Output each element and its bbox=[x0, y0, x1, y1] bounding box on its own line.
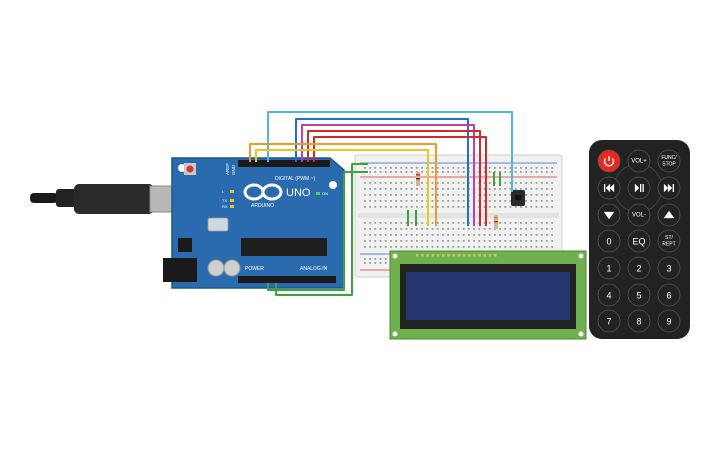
remote-button-label: VOL+ bbox=[631, 159, 647, 165]
svg-text:FUNC/: FUNC/ bbox=[661, 155, 677, 161]
remote-button-b8[interactable]: 8 bbox=[627, 309, 651, 333]
wire-yellow bbox=[255, 149, 429, 226]
wires bbox=[249, 111, 513, 296]
digital-label: DIGITAL (PWM ~) bbox=[275, 176, 315, 182]
remote-button-up[interactable] bbox=[657, 203, 681, 227]
remote-button-eq[interactable]: EQ bbox=[627, 229, 651, 253]
remote-button-st-rept[interactable]: ST/REPT bbox=[657, 229, 681, 253]
skip-forward-icon bbox=[663, 183, 674, 193]
usb-cable bbox=[30, 184, 177, 214]
resistor bbox=[416, 172, 420, 186]
resistor bbox=[494, 215, 498, 229]
power-icon bbox=[603, 156, 615, 167]
atmega-microcontroller bbox=[241, 238, 327, 256]
dc-power-jack bbox=[163, 258, 197, 282]
remote-button-down[interactable] bbox=[597, 203, 621, 227]
arrow-up-icon bbox=[663, 210, 675, 219]
remote-button-prev[interactable] bbox=[597, 176, 621, 200]
remote-button-label: 4 bbox=[606, 291, 611, 301]
wire-red bbox=[307, 130, 481, 226]
arduino-uno-board: DIGITAL (PWM ~) AREF GND POWER ANALOG IN… bbox=[163, 157, 345, 289]
rx-led-label: RX bbox=[222, 204, 228, 209]
gnd-label: GND bbox=[231, 164, 236, 175]
remote-button-b6[interactable]: 6 bbox=[657, 283, 681, 307]
analog-label: ANALOG IN bbox=[300, 266, 328, 272]
small-ic-chip bbox=[178, 238, 192, 252]
on-led-label: ON bbox=[322, 191, 328, 196]
remote-button-label: 0 bbox=[606, 237, 611, 247]
remote-button-b7[interactable]: 7 bbox=[597, 309, 621, 333]
arduino-brand-label: ARDUINO bbox=[251, 203, 274, 209]
remote-button-b1[interactable]: 1 bbox=[597, 256, 621, 280]
lcd-16x2-module bbox=[389, 250, 587, 340]
capacitor bbox=[207, 259, 225, 277]
remote-button-b5[interactable]: 5 bbox=[627, 283, 651, 307]
crystal-oscillator bbox=[207, 217, 229, 232]
tx-led-label: TX bbox=[222, 198, 227, 203]
arrow-down-icon bbox=[603, 211, 615, 220]
wire-orange bbox=[249, 143, 437, 226]
power-label: POWER bbox=[245, 266, 264, 272]
remote-button-func-stop[interactable]: FUNC/STOP bbox=[657, 149, 681, 173]
aref-label: AREF bbox=[225, 163, 230, 175]
remote-button-next[interactable] bbox=[657, 176, 681, 200]
l-led-label: L bbox=[222, 189, 225, 194]
wire-cyan bbox=[267, 111, 513, 192]
remote-button-label: 7 bbox=[606, 317, 611, 327]
power-analog-header bbox=[238, 276, 336, 283]
remote-button-b2[interactable]: 2 bbox=[627, 256, 651, 280]
svg-text:REPT: REPT bbox=[662, 242, 675, 248]
ir-remote: VOL+ FUNC/STOP VOL- 0 EQ ST/REPT 1 2 3 4 5 6 7 8 9 bbox=[589, 140, 690, 339]
mounting-hole bbox=[329, 181, 337, 189]
svg-text:ST/: ST/ bbox=[665, 235, 673, 241]
digital-header bbox=[238, 160, 330, 167]
ir-receiver bbox=[511, 190, 525, 206]
capacitor bbox=[223, 259, 241, 277]
remote-button-b9[interactable]: 9 bbox=[657, 309, 681, 333]
skip-back-icon bbox=[604, 183, 615, 193]
wire-green bbox=[275, 163, 368, 296]
uno-model-label: UNO bbox=[286, 187, 311, 199]
remote-button-vol-down[interactable]: VOL- bbox=[627, 203, 651, 227]
remote-button-b4[interactable]: 4 bbox=[597, 283, 621, 307]
remote-button-b0[interactable]: 0 bbox=[597, 229, 621, 253]
arduino-infinity-logo bbox=[243, 183, 283, 201]
svg-text:STOP: STOP bbox=[662, 162, 676, 168]
remote-button-label: 9 bbox=[666, 317, 671, 327]
lcd-pin-header bbox=[416, 254, 497, 257]
remote-button-power[interactable] bbox=[597, 149, 621, 173]
remote-button-label: 6 bbox=[666, 291, 671, 301]
remote-button-label: 3 bbox=[666, 264, 671, 274]
remote-button-label: 2 bbox=[636, 264, 641, 274]
remote-button-label: 5 bbox=[636, 291, 641, 301]
remote-button-label: VOL- bbox=[632, 213, 646, 219]
play-pause-icon bbox=[634, 183, 644, 193]
wire-blue bbox=[295, 118, 469, 226]
remote-button-label: 8 bbox=[636, 317, 641, 327]
remote-button-vol-up[interactable]: VOL+ bbox=[627, 149, 651, 173]
remote-button-b3[interactable]: 3 bbox=[657, 256, 681, 280]
remote-button-label: EQ bbox=[632, 237, 645, 247]
remote-button-label: 1 bbox=[606, 264, 611, 274]
lcd-screen bbox=[406, 272, 570, 320]
remote-button-play-pause[interactable] bbox=[627, 176, 651, 200]
